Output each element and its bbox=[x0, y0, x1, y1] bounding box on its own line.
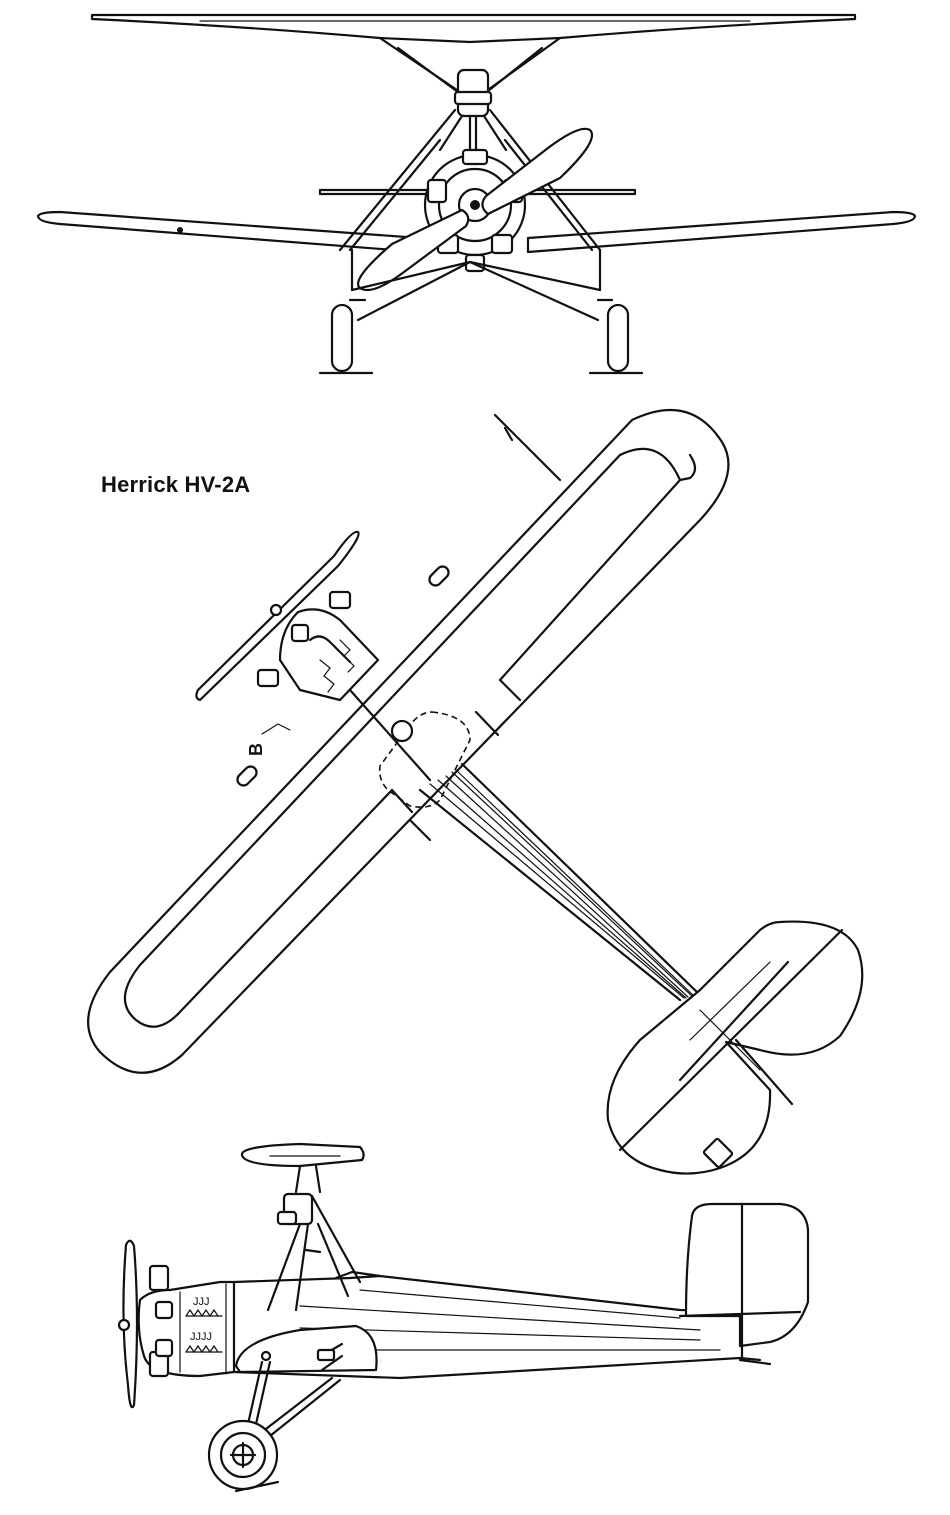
svg-text:JJJ: JJJ bbox=[193, 1296, 210, 1308]
aircraft-title: Herrick HV-2A bbox=[101, 472, 251, 497]
plan-view: B bbox=[87, 408, 864, 1175]
side-view: JJJ JJJJ bbox=[117, 1142, 810, 1493]
bay-label: B bbox=[246, 743, 266, 756]
front-view bbox=[36, 13, 917, 375]
svg-text:JJJJ: JJJJ bbox=[190, 1331, 212, 1343]
